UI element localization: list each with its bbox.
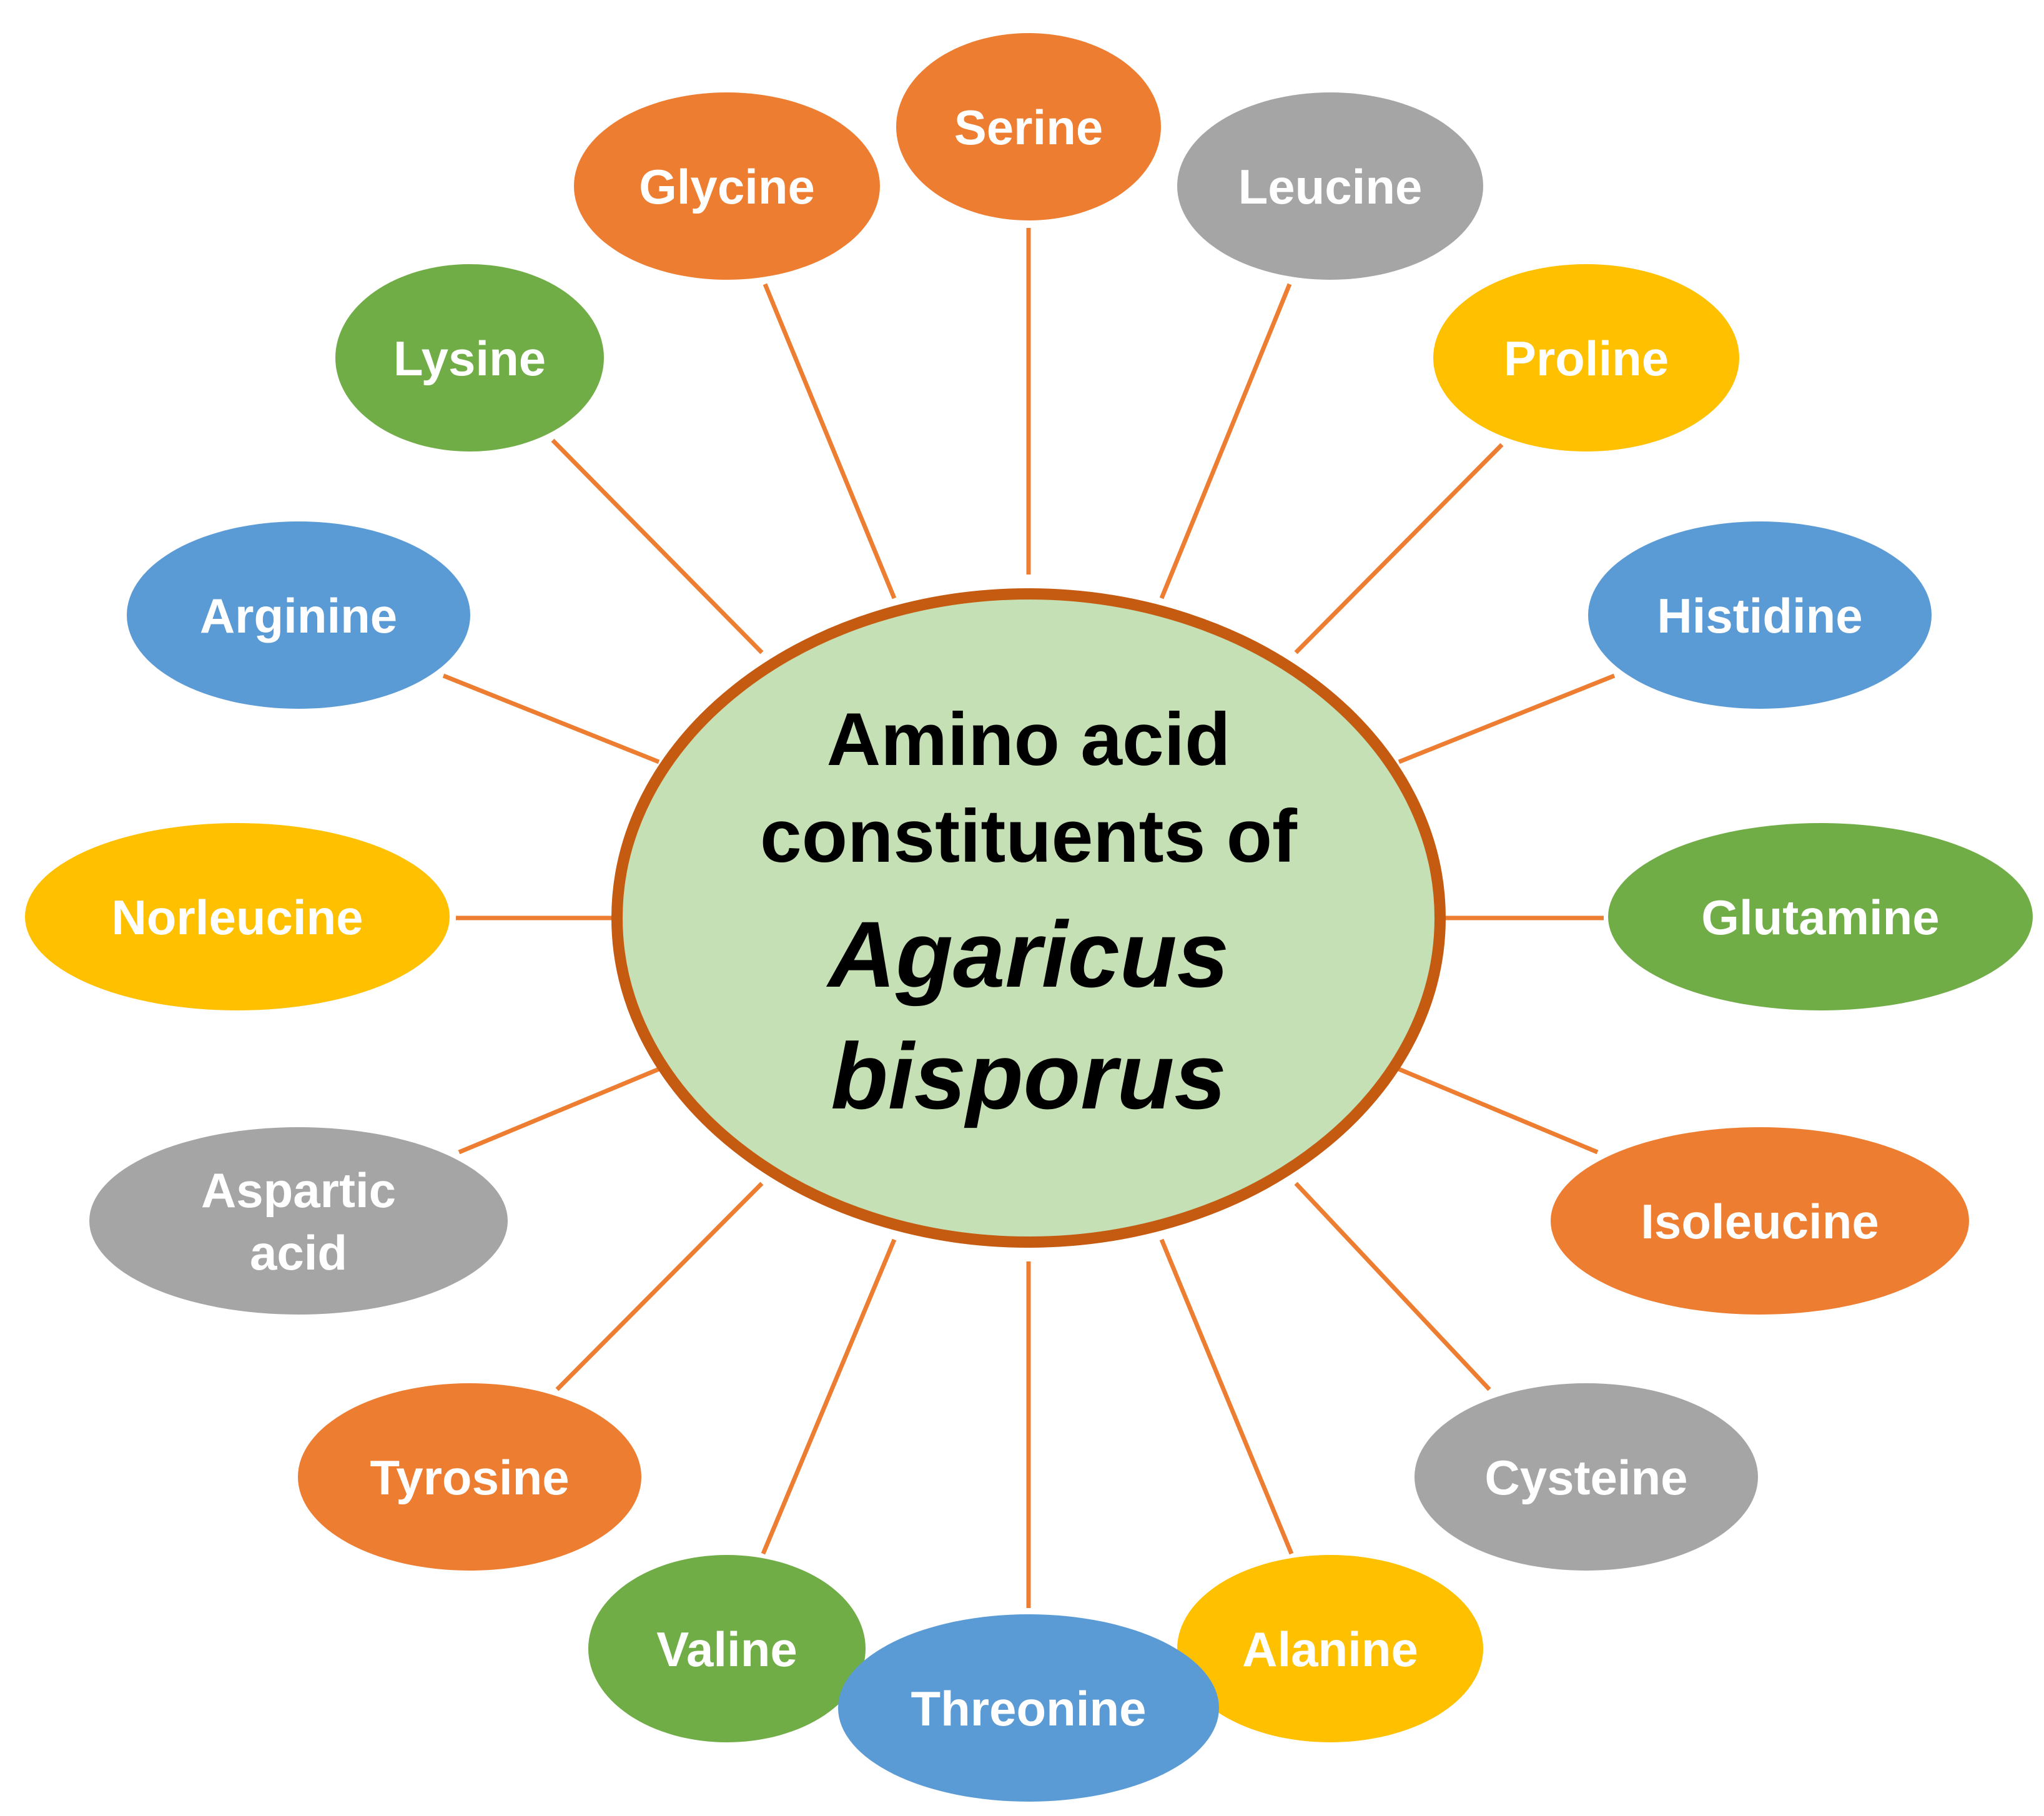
node-ellipse-histidine — [1588, 521, 1932, 709]
connector-histidine — [1398, 673, 1616, 764]
connector-lysine — [551, 438, 764, 654]
node-label-aspartic-acid-1: Aspartic — [201, 1163, 396, 1218]
node-label-tyrosine: Tyrosine — [370, 1450, 569, 1505]
node-tyrosine: Tyrosine — [298, 1383, 641, 1571]
connector-cysteine — [1294, 1182, 1491, 1391]
node-label-leucine: Leucine — [1238, 159, 1423, 214]
center-node: Amino acid constituents of Agaricus bisp… — [611, 588, 1446, 1248]
center-ellipse — [611, 588, 1446, 1248]
node-ellipse-threonine — [838, 1614, 1219, 1802]
node-label-glutamine: Glutamine — [1701, 890, 1939, 945]
node-ellipse-proline — [1433, 264, 1739, 452]
node-label-threonine: Threonine — [911, 1681, 1146, 1736]
connector-alanine — [1159, 1238, 1294, 1555]
node-ellipse-leucine — [1177, 92, 1483, 280]
node-label-aspartic-acid-2: acid — [250, 1225, 347, 1280]
node-cysteine: Cysteine — [1415, 1383, 1758, 1571]
node-lysine: Lysine — [335, 264, 604, 452]
connector-tyrosine — [555, 1182, 764, 1391]
node-ellipse-aspartic-acid — [89, 1127, 508, 1315]
node-histidine: Histidine — [1588, 521, 1932, 709]
connector-isoleucine — [1398, 1067, 1599, 1155]
center-species-epithet: bisporus — [831, 1024, 1226, 1128]
connector-aspartic-acid — [458, 1067, 660, 1155]
node-ellipse-valine — [588, 1555, 866, 1742]
center-title-line-2: constituents of — [760, 794, 1298, 878]
node-alanine: Alanine — [1177, 1555, 1483, 1742]
node-glycine: Glycine — [574, 92, 880, 280]
node-label-alanine: Alanine — [1242, 1622, 1418, 1677]
node-aspartic-acid: Aspartic acid — [89, 1127, 508, 1315]
node-label-proline: Proline — [1504, 331, 1669, 386]
node-serine: Serine — [896, 33, 1161, 220]
connector-glycine — [763, 283, 897, 600]
node-label-histidine: Histidine — [1657, 588, 1862, 643]
node-label-serine: Serine — [954, 100, 1103, 155]
node-label-glycine: Glycine — [639, 159, 815, 214]
node-ellipse-lysine — [335, 264, 604, 452]
node-proline: Proline — [1433, 264, 1739, 452]
connector-lines — [442, 228, 1616, 1608]
node-ellipse-cysteine — [1415, 1383, 1758, 1571]
connector-valine — [761, 1238, 897, 1555]
connector-arginine — [442, 673, 660, 764]
node-ellipse-glutamine — [1608, 823, 2033, 1010]
amino-acid-nodes: SerineLeucineProlineHistidineGlutamineIs… — [25, 33, 2033, 1802]
node-ellipse-serine — [896, 33, 1161, 220]
node-label-valine: Valine — [656, 1622, 797, 1677]
node-ellipse-alanine — [1177, 1555, 1483, 1742]
node-leucine: Leucine — [1177, 92, 1483, 280]
node-norleucine: Norleucine — [25, 823, 450, 1010]
node-ellipse-arginine — [127, 521, 470, 709]
center-title-line-1: Amino acid — [827, 698, 1231, 781]
node-label-lysine: Lysine — [393, 331, 546, 386]
center-species-genus: Agaricus — [826, 902, 1229, 1007]
node-isoleucine: Isoleucine — [1551, 1127, 1969, 1315]
node-label-arginine: Arginine — [200, 588, 397, 643]
node-arginine: Arginine — [127, 521, 470, 709]
connector-proline — [1294, 443, 1504, 654]
node-label-norleucine: Norleucine — [111, 890, 363, 945]
node-label-isoleucine: Isoleucine — [1641, 1194, 1879, 1249]
node-valine: Valine — [588, 1555, 866, 1742]
connector-leucine — [1159, 283, 1292, 600]
node-glutamine: Glutamine — [1608, 823, 2033, 1010]
node-ellipse-tyrosine — [298, 1383, 641, 1571]
node-ellipse-isoleucine — [1551, 1127, 1969, 1315]
node-label-cysteine: Cysteine — [1484, 1450, 1687, 1505]
node-ellipse-norleucine — [25, 823, 450, 1010]
node-threonine: Threonine — [838, 1614, 1219, 1802]
node-ellipse-glycine — [574, 92, 880, 280]
